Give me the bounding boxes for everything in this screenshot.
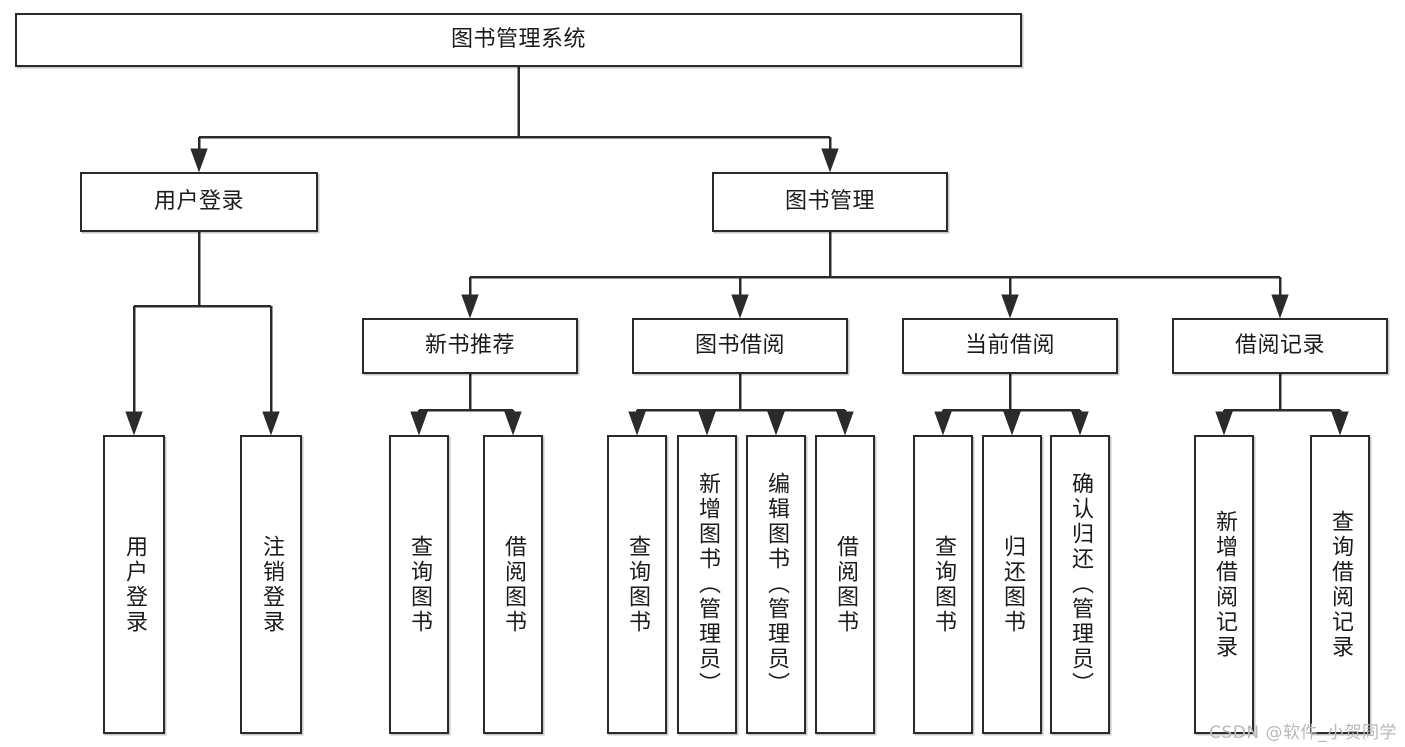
node-new-book-rec[interactable]: 新书推荐 bbox=[362, 318, 578, 374]
arrowhead-icon bbox=[731, 294, 749, 319]
node-label: 确认归还（管理员） bbox=[1067, 472, 1093, 697]
node-leaf-borrow-book[interactable]: 借阅图书 bbox=[815, 435, 875, 734]
node-borrow-record[interactable]: 借阅记录 bbox=[1172, 318, 1388, 374]
node-leaf-return-book[interactable]: 归还图书 bbox=[982, 435, 1042, 734]
node-leaf-confirm-return[interactable]: 确认归还（管理员） bbox=[1050, 435, 1110, 734]
node-label: 图书管理系统 bbox=[450, 27, 586, 53]
node-leaf-user-login[interactable]: 用户登录 bbox=[103, 435, 165, 734]
node-label: 新增借阅记录 bbox=[1211, 509, 1237, 660]
node-label: 借阅图书 bbox=[500, 534, 526, 635]
node-leaf-query-book-rec[interactable]: 查询图书 bbox=[389, 435, 449, 734]
node-leaf-query-record[interactable]: 查询借阅记录 bbox=[1310, 435, 1370, 734]
arrowhead-icon bbox=[504, 411, 522, 436]
node-label: 归还图书 bbox=[999, 534, 1025, 635]
node-label: 图书借阅 bbox=[694, 333, 785, 359]
node-leaf-query-book-cur[interactable]: 查询图书 bbox=[913, 435, 973, 734]
arrowhead-icon bbox=[190, 148, 208, 173]
node-leaf-add-book[interactable]: 新增图书（管理员） bbox=[677, 435, 737, 734]
node-leaf-borrow-book-rec[interactable]: 借阅图书 bbox=[483, 435, 543, 734]
node-label: 借阅记录 bbox=[1234, 333, 1325, 359]
arrowhead-icon bbox=[1215, 411, 1233, 436]
node-root[interactable]: 图书管理系统 bbox=[15, 13, 1022, 67]
arrowhead-icon bbox=[125, 411, 143, 436]
node-label: 新增图书（管理员） bbox=[694, 472, 720, 697]
node-label: 图书管理 bbox=[784, 189, 875, 215]
arrowhead-icon bbox=[461, 294, 479, 319]
node-leaf-user-logout[interactable]: 注销登录 bbox=[240, 435, 302, 734]
node-user-login[interactable]: 用户登录 bbox=[80, 172, 318, 232]
node-label: 借阅图书 bbox=[832, 534, 858, 635]
node-label: 编辑图书（管理员） bbox=[763, 472, 789, 697]
node-current-borrow[interactable]: 当前借阅 bbox=[902, 318, 1118, 374]
arrowhead-icon bbox=[934, 411, 952, 436]
node-leaf-edit-book[interactable]: 编辑图书（管理员） bbox=[746, 435, 806, 734]
csdn-watermark: CSDN @软件_小贺同学 bbox=[1209, 723, 1397, 743]
node-label: 查询图书 bbox=[406, 534, 432, 635]
node-label: 查询图书 bbox=[930, 534, 956, 635]
node-book-manage[interactable]: 图书管理 bbox=[712, 172, 948, 232]
node-book-borrow[interactable]: 图书借阅 bbox=[632, 318, 848, 374]
node-label: 注销登录 bbox=[258, 534, 284, 635]
arrowhead-icon bbox=[836, 411, 854, 436]
arrowhead-icon bbox=[628, 411, 646, 436]
node-leaf-add-record[interactable]: 新增借阅记录 bbox=[1194, 435, 1254, 734]
node-label: 用户登录 bbox=[121, 534, 147, 635]
arrowhead-icon bbox=[767, 411, 785, 436]
arrowhead-icon bbox=[262, 411, 280, 436]
node-leaf-query-book[interactable]: 查询图书 bbox=[607, 435, 667, 734]
node-label: 查询借阅记录 bbox=[1327, 509, 1353, 660]
arrowhead-icon bbox=[1331, 411, 1349, 436]
arrowhead-icon bbox=[1271, 294, 1289, 319]
node-label: 用户登录 bbox=[153, 189, 244, 215]
arrowhead-icon bbox=[410, 411, 428, 436]
node-label: 新书推荐 bbox=[424, 333, 515, 359]
arrowhead-icon bbox=[1003, 411, 1021, 436]
arrowhead-icon bbox=[1071, 411, 1089, 436]
arrowhead-icon bbox=[698, 411, 716, 436]
arrowhead-icon bbox=[821, 148, 839, 173]
node-label: 查询图书 bbox=[624, 534, 650, 635]
arrowhead-icon bbox=[1001, 294, 1019, 319]
node-label: 当前借阅 bbox=[964, 333, 1055, 359]
